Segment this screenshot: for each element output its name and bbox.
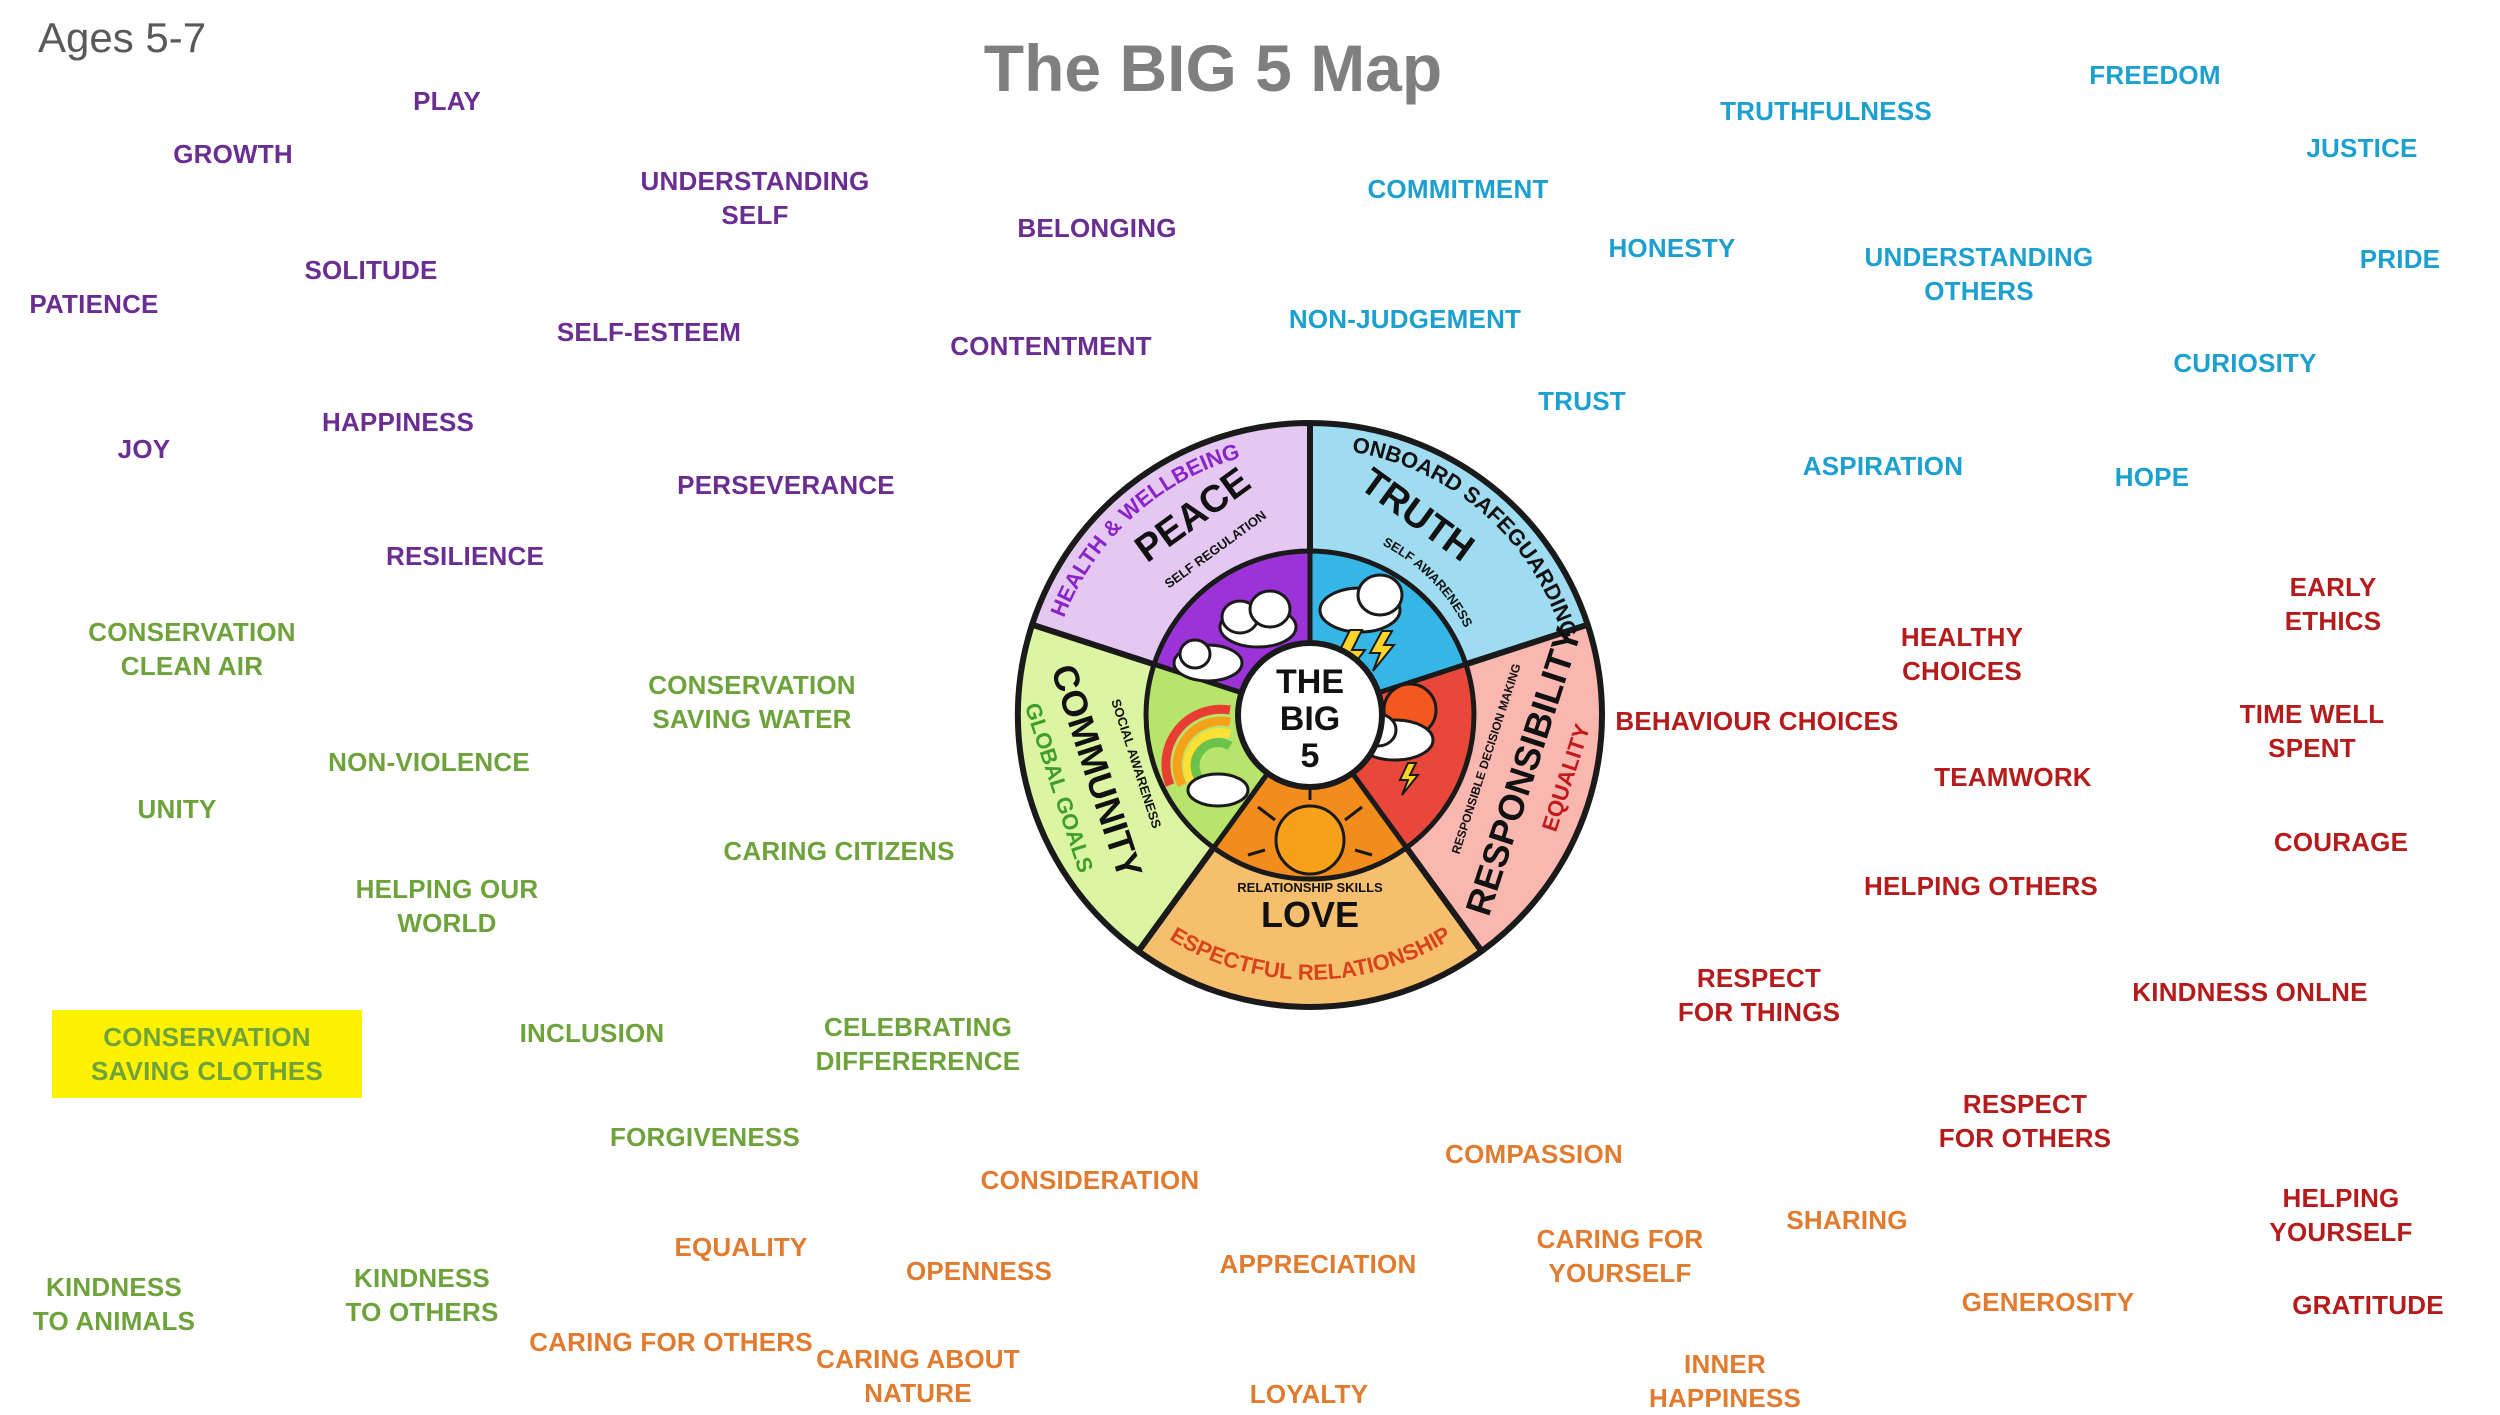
value-courage: COURAGE <box>2273 827 2409 857</box>
clouds-icon <box>1172 589 1298 683</box>
value-respect-for-others: RESPECT FOR OTHERS <box>1938 1089 2112 1153</box>
value-forgiveness: FORGIVENESS <box>609 1122 801 1152</box>
value-inclusion: INCLUSION <box>519 1018 665 1048</box>
value-time-well-spent: TIME WELL SPENT <box>2239 699 2385 763</box>
value-unity: UNITY <box>137 794 217 824</box>
value-non-violence: NON-VIOLENCE <box>328 747 530 777</box>
value-conservation-clean-air: CONSERVATION CLEAN AIR <box>88 617 296 681</box>
value-openness: OPENNESS <box>905 1256 1053 1286</box>
value-generosity: GENEROSITY <box>1961 1287 2135 1317</box>
value-helping-our-world: HELPING OUR WORLD <box>355 874 539 938</box>
value-sharing: SHARING <box>1786 1205 1908 1235</box>
value-gratitude: GRATITUDE <box>2292 1290 2444 1320</box>
value-curiosity: CURIOSITY <box>2173 348 2317 378</box>
value-belonging: BELONGING <box>1017 213 1177 243</box>
value-non-judgement: NON-JUDGEMENT <box>1288 304 1522 334</box>
rainbow-cloud-icon <box>1186 772 1250 808</box>
value-happiness: HAPPINESS <box>321 407 475 437</box>
value-caring-for-yourself: CARING FOR YOURSELF <box>1536 1224 1704 1288</box>
center-line-1: THE <box>1276 663 1344 701</box>
value-compassion: COMPASSION <box>1445 1139 1623 1169</box>
value-joy: JOY <box>117 434 171 464</box>
value-understanding-others: UNDERSTANDING OTHERS <box>1864 242 2094 306</box>
love-main-label: LOVE <box>1261 894 1359 935</box>
value-kindness-online: KINDNESS ONLNE <box>2132 977 2368 1007</box>
value-caring-for-others: CARING FOR OTHERS <box>529 1327 813 1357</box>
value-justice: JUSTICE <box>2306 133 2418 163</box>
value-conservation-saving-clothes: CONSERVATION SAVING CLOTHES <box>52 1010 362 1098</box>
value-loyalty: LOYALTY <box>1249 1379 1369 1409</box>
age-label: Ages 5-7 <box>38 14 207 61</box>
value-self-esteem: SELF-ESTEEM <box>556 317 742 347</box>
value-caring-about-nature: CARING ABOUT NATURE <box>816 1344 1020 1408</box>
value-conservation-saving-water: CONSERVATION SAVING WATER <box>648 670 856 734</box>
value-caring-citizens: CARING CITIZENS <box>723 836 955 866</box>
value-pride: PRIDE <box>2359 244 2441 274</box>
value-commitment: COMMITMENT <box>1367 174 1549 204</box>
big-5-wheel: THE BIG 5 HEALTH & WELLBEING PEACE SELF … <box>990 395 1605 1010</box>
value-appreciation: APPRECIATION <box>1219 1249 1417 1279</box>
value-trust: TRUST <box>1538 386 1626 416</box>
value-solitude: SOLITUDE <box>304 255 438 285</box>
value-truthfulness: TRUTHFULNESS <box>1720 96 1932 126</box>
value-behaviour-choices: BEHAVIOUR CHOICES <box>1615 706 1899 736</box>
value-freedom: FREEDOM <box>2089 60 2221 90</box>
value-consideration: CONSIDERATION <box>980 1165 1200 1195</box>
love-inner-label: RELATIONSHIP SKILLS <box>1237 880 1383 895</box>
value-inner-happiness: INNER HAPPINESS <box>1648 1349 1802 1413</box>
value-perseverance: PERSEVERANCE <box>677 470 895 500</box>
value-kindness-to-animals: KINDNESS TO ANIMALS <box>32 1272 196 1336</box>
wheel-center <box>1235 640 1385 790</box>
value-honesty: HONESTY <box>1608 233 1736 263</box>
value-healthy-choices: HEALTHY CHOICES <box>1900 622 2024 686</box>
value-equality: EQUALITY <box>674 1232 808 1262</box>
value-patience: PATIENCE <box>29 289 159 319</box>
value-helping-yourself: HELPING YOURSELF <box>2269 1183 2413 1247</box>
value-growth: GROWTH <box>173 139 293 169</box>
value-kindness-to-others: KINDNESS TO OTHERS <box>345 1263 499 1327</box>
value-contentment: CONTENTMENT <box>950 331 1152 361</box>
value-understanding-self: UNDERSTANDING SELF <box>640 166 870 230</box>
value-aspiration: ASPIRATION <box>1802 451 1964 481</box>
page-title: The BIG 5 Map <box>983 31 1443 105</box>
center-line-2: BIG <box>1280 700 1340 738</box>
value-celebrating-difference: CELEBRATING DIFFERERENCE <box>815 1012 1021 1076</box>
center-line-3: 5 <box>1301 737 1320 775</box>
value-respect-for-things: RESPECT FOR THINGS <box>1677 963 1841 1027</box>
value-teamwork: TEAMWORK <box>1934 762 2092 792</box>
value-resilience: RESILIENCE <box>385 541 545 571</box>
value-play: PLAY <box>413 86 481 116</box>
value-hope: HOPE <box>2114 462 2190 492</box>
value-helping-others: HELPING OTHERS <box>1864 871 2098 901</box>
value-early-ethics: EARLY ETHICS <box>2284 572 2382 636</box>
